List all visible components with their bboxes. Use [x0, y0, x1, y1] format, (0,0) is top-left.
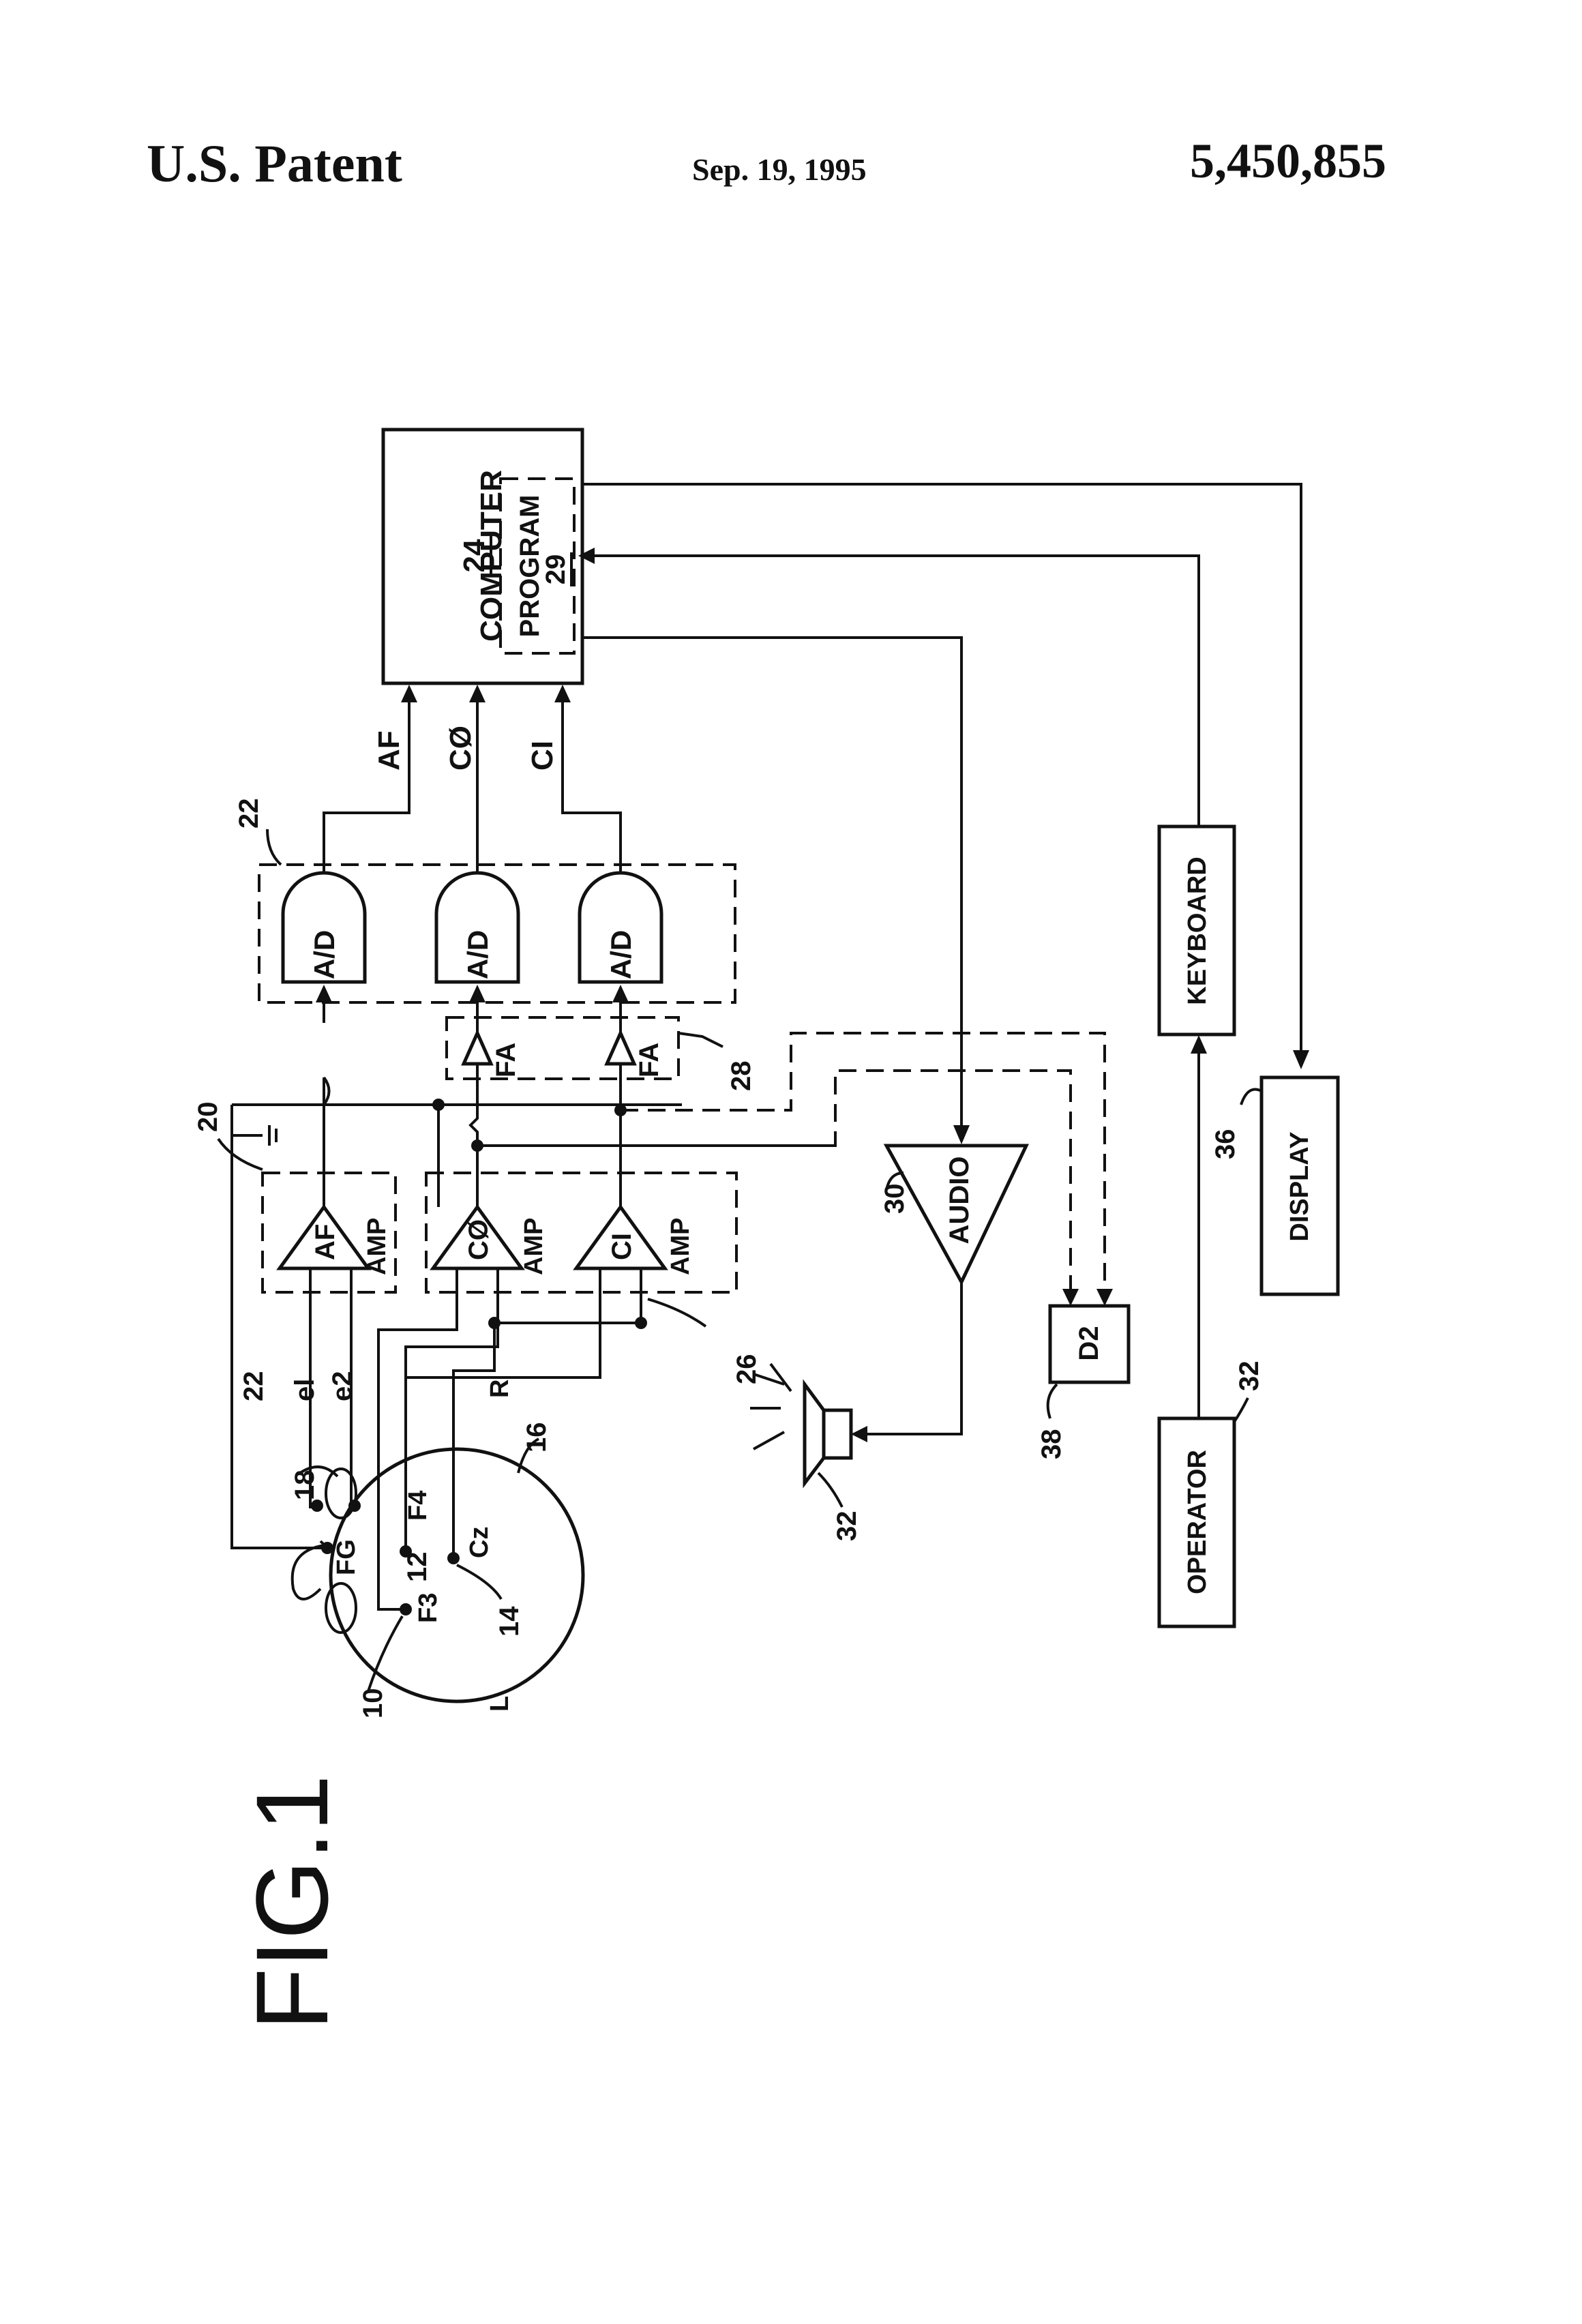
amp-c1: [573, 1204, 668, 1270]
head-outline: [329, 1447, 585, 1703]
eye-right: [325, 1468, 357, 1519]
filter-label-c1: FA: [634, 1043, 664, 1077]
head-ref-14: 14: [494, 1606, 524, 1637]
filter-block: [445, 1016, 680, 1080]
output-af-label: AF: [372, 730, 406, 771]
adc-c1-to-computer: [561, 689, 622, 873]
speaker-body: [822, 1408, 853, 1460]
adc-block-ref: 22: [234, 799, 264, 829]
filter-c0-to-d2: [477, 1069, 1072, 1299]
operator-ref: 32: [1234, 1361, 1264, 1392]
audio-amp: [883, 1144, 1029, 1286]
operator-box: [1157, 1416, 1236, 1628]
adc-label-c0: A/D: [462, 930, 494, 979]
d2-label: D2: [1074, 1326, 1104, 1360]
keyboard-to-program-line: [593, 554, 1200, 826]
site-fg: FG: [332, 1539, 361, 1575]
amp-af: [276, 1204, 372, 1270]
patent-number: 5,450,855: [1190, 134, 1386, 188]
arrow-audio: [953, 1125, 970, 1144]
audio-ref: 30: [880, 1184, 910, 1215]
program-ref: 29: [541, 554, 571, 585]
computer-to-audio-line: [582, 636, 963, 1140]
site-cz: Cz: [465, 1527, 494, 1558]
computer-to-display-line: [582, 483, 1302, 1064]
nose: [290, 1543, 331, 1600]
eye-left: [325, 1582, 357, 1634]
speaker-cone: [803, 1379, 826, 1489]
wire-label-e1: el: [290, 1379, 320, 1401]
adc-gate-c0: [434, 871, 520, 984]
filter-c0: [461, 1028, 494, 1066]
amp-c0-label: CØ: [464, 1219, 494, 1260]
adc-gate-c1: [578, 871, 663, 984]
adc-block: [258, 863, 736, 1004]
site-f4: F4: [404, 1491, 432, 1521]
d2-box: [1048, 1304, 1131, 1384]
amp-c0-suffix: AMP: [520, 1218, 548, 1275]
output-c0-label: CØ: [444, 726, 477, 771]
amp-block-ref-20: 20: [193, 1102, 223, 1133]
adc-label-c1: A/D: [605, 930, 637, 979]
filter-c1-to-d2: [621, 1032, 1106, 1299]
keyboard-box: [1157, 824, 1236, 1037]
adc-label-af: A/D: [308, 930, 340, 979]
display-box: [1259, 1075, 1340, 1296]
keyboard-label: KEYBOARD: [1183, 856, 1212, 1004]
filter-label-c0: FA: [491, 1043, 521, 1077]
amp-c1-label: CI: [607, 1233, 637, 1260]
adc-af-to-computer: [323, 689, 411, 873]
site-f3: F3: [414, 1593, 443, 1623]
amp-c0: [430, 1204, 525, 1270]
head-ref-10: 10: [358, 1688, 388, 1719]
figure-label: FIG.1: [235, 1774, 349, 2030]
head-ref-18: 18: [290, 1470, 320, 1501]
amp-block-af: [261, 1172, 397, 1294]
program-box: [499, 477, 576, 655]
display-ref: 36: [1210, 1129, 1240, 1160]
wire-label-e2: e2: [327, 1371, 357, 1402]
filter-c1: [604, 1028, 637, 1066]
amp-c1-suffix: AMP: [666, 1218, 695, 1275]
operator-label: OPERATOR: [1183, 1450, 1212, 1594]
adc-gate-af: [281, 871, 367, 984]
amp-af-label: AF: [310, 1224, 340, 1260]
arrow-program: [578, 548, 595, 564]
d2-ref: 38: [1036, 1429, 1066, 1460]
arrow-display: [1293, 1050, 1309, 1069]
amp-block-c: [425, 1172, 738, 1294]
computer-ref: 24: [458, 539, 491, 572]
patent-title: U.S. Patent: [147, 134, 402, 193]
filter-block-ref: 28: [726, 1061, 756, 1092]
amp-block-ref-26: 26: [732, 1354, 762, 1385]
head-ref-16: 16: [522, 1422, 552, 1453]
amp-af-suffix: AMP: [363, 1218, 391, 1275]
output-c1-label: CI: [526, 741, 559, 771]
wire-label-22: 22: [239, 1371, 269, 1402]
side-l: L: [486, 1696, 514, 1712]
computer-label: COMPUTER: [475, 470, 508, 642]
patent-date: Sep. 19, 1995: [692, 152, 867, 187]
speaker-ref: 32: [832, 1511, 862, 1542]
side-r: R: [486, 1380, 514, 1398]
program-label: PROGRAM: [515, 495, 545, 638]
head-ref-12: 12: [402, 1552, 432, 1583]
display-label: DISPLAY: [1285, 1131, 1314, 1241]
audio-label: AUDIO: [944, 1157, 974, 1245]
